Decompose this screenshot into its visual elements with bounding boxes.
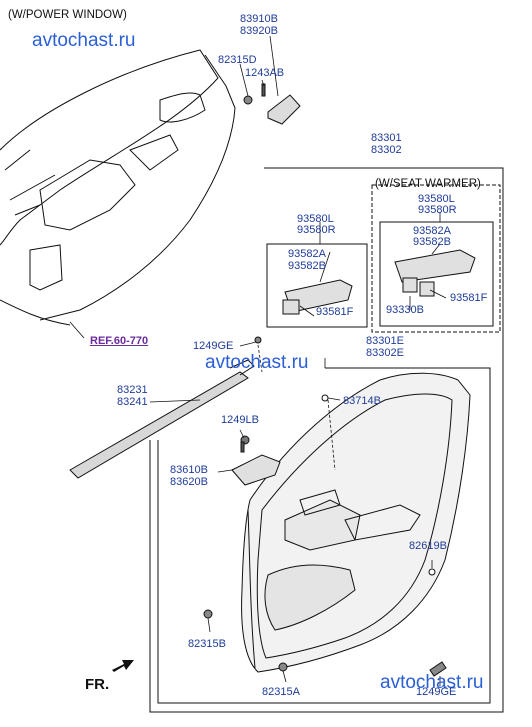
part-label-93582B-warmer[interactable]: 93582B [413,236,451,248]
part-label-93330B[interactable]: 93330B [386,304,424,316]
part-label-93581F-warmer[interactable]: 93581F [450,292,488,304]
part-label-82315B[interactable]: 82315B [188,638,226,650]
watermark-middle: avtochast.ru [205,352,309,373]
part-label-82315A[interactable]: 82315A [262,686,300,698]
part-label-1243AB[interactable]: 1243AB [245,67,285,79]
part-label-93580R[interactable]: 93580R [297,224,336,236]
part-label-82315D[interactable]: 82315D [218,54,257,66]
assembly-frame-83301 [149,167,504,713]
part-label-83241[interactable]: 83241 [117,396,148,408]
part-label-83714B[interactable]: 83714B [343,395,381,407]
inside-handle-drawing [231,435,281,486]
assembly-frame-83301E [157,367,491,704]
weatherstrip-drawing [69,359,255,479]
part-label-1249GE-bottom[interactable]: 1249GE [416,686,457,698]
corner-trim-drawing [243,83,301,125]
part-label-93580R-warmer[interactable]: 93580R [418,204,457,216]
watermark-bottom: avtochast.ru [380,672,484,693]
watermark-top: avtochast.ru [32,30,136,51]
reference-link[interactable]: REF.60-770 [90,335,149,347]
part-label-82619B[interactable]: 82619B [409,540,447,552]
part-label-93582A[interactable]: 93582A [288,248,326,260]
part-label-93580L[interactable]: 93580L [297,213,334,225]
leader-lines [69,35,447,686]
switch-frame [266,243,368,328]
switch-drawing [282,249,476,315]
part-label-83620B[interactable]: 83620B [170,476,208,488]
front-direction-label: FR. [85,676,110,693]
seat-warmer-frame [371,184,501,333]
part-label-93580L-warmer[interactable]: 93580L [418,193,455,205]
part-label-83302[interactable]: 83302 [371,144,402,156]
part-label-83301E[interactable]: 83301E [366,335,404,347]
part-label-1249GE-top[interactable]: 1249GE [193,340,234,352]
warmer-switch-frame [379,221,494,327]
door-trim-drawing [241,372,471,673]
seat-warmer-label: (W/SEAT WARMER) [375,178,481,190]
part-label-83301[interactable]: 83301 [371,132,402,144]
part-label-93582A-warmer[interactable]: 93582A [413,225,451,237]
part-label-93582B[interactable]: 93582B [288,260,326,272]
part-label-83231[interactable]: 83231 [117,384,148,396]
door-frame-drawing [0,49,236,326]
part-label-1249LB[interactable]: 1249LB [221,414,259,426]
part-label-93581F[interactable]: 93581F [316,306,354,318]
diagram-header: (W/POWER WINDOW) [8,9,127,21]
fasteners-drawing [203,336,447,677]
part-label-83910B[interactable]: 83910B [240,13,278,25]
front-arrow-icon [112,660,134,672]
part-label-83920B[interactable]: 83920B [240,25,278,37]
part-label-83302E[interactable]: 83302E [366,347,404,359]
part-label-83610B[interactable]: 83610B [170,464,208,476]
